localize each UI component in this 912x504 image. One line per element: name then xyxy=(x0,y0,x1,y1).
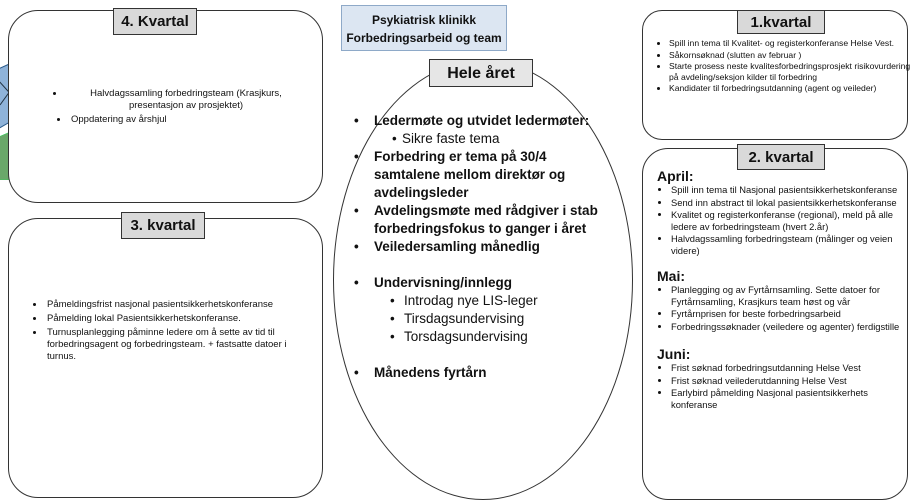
list-item: Kvalitet og registerkonferanse (regional… xyxy=(671,209,903,232)
april-item-text: Kvalitet og registerkonferanse (regional… xyxy=(671,209,893,232)
list-item: Halvdagssamling forbedringsteam (målinge… xyxy=(671,233,903,256)
list-item: Såkornsøknad (slutten av februar ) xyxy=(669,50,912,61)
list-item: Send inn abstract til lokal pasientsikke… xyxy=(671,197,903,209)
q3-item-text: Påmelding lokal Pasientsikkerhetskonfera… xyxy=(47,313,241,324)
list-item: Avdelingsmøte med rådgiver i stab forbed… xyxy=(354,202,607,238)
q1-item-text: Starte prosess neste kvalitesforbedrings… xyxy=(669,61,911,82)
mai-item-text: Planlegging og av Fyrtårnsamling. Sette … xyxy=(671,284,880,307)
list-item: Planlegging og av Fyrtårnsamling. Sette … xyxy=(671,284,903,307)
list-item: Veiledersamling månedlig xyxy=(354,238,607,256)
list-subitem: Introdag nye LIS-leger xyxy=(362,292,607,310)
april-item-text: Spill inn tema til Nasjonal pasientsikke… xyxy=(671,184,898,195)
list-item: Forbedringssøknader (veiledere og agente… xyxy=(671,321,903,333)
list-item: Forbedring er tema på 30/4 samtalene mel… xyxy=(354,148,607,202)
q2-content: April: Spill inn tema til Nasjonal pasie… xyxy=(657,168,903,412)
list-subitem: Sikre faste tema xyxy=(362,130,607,148)
list-item: Frist søknad forbedringsutdanning Helse … xyxy=(671,362,903,374)
list-item: Spill inn tema til Nasjonal pasientsikke… xyxy=(671,184,903,196)
year-list: Ledermøte og utvidet ledermøter: Sikre f… xyxy=(354,112,607,382)
april-list: Spill inn tema til Nasjonal pasientsikke… xyxy=(657,184,903,256)
q4-item-text: Halvdagssamling forbedringsteam (Krasjku… xyxy=(90,88,282,111)
list-item: Spill inn tema til Kvalitet- og register… xyxy=(669,38,912,49)
juni-item-text: Frist søknad veilederutdanning Helse Ves… xyxy=(671,374,847,386)
list-item: Frist søknad veilederutdanning Helse Ves… xyxy=(671,375,903,387)
list-item: Earlybird påmelding Nasjonal pasientsikk… xyxy=(671,387,903,410)
year-label: Hele året xyxy=(429,59,533,87)
list-item: Påmeldingsfrist nasjonal pasientsikkerhe… xyxy=(45,299,315,311)
q4-label: 4. Kvartal xyxy=(113,8,197,35)
juni-item-text: Frist søknad forbedringsutdanning Helse … xyxy=(671,362,861,373)
april-item-text: Send inn abstract til lokal pasientsikke… xyxy=(671,196,897,208)
juni-item-text: Earlybird påmelding Nasjonal pasientsikk… xyxy=(671,387,868,410)
list-item: Starte prosess neste kvalitesforbedrings… xyxy=(669,61,912,82)
q3-list: Påmeldingsfrist nasjonal pasientsikkerhe… xyxy=(31,299,315,365)
q4-item-text: Oppdatering av årshjul xyxy=(71,114,167,125)
list-item: Oppdatering av årshjul xyxy=(69,114,305,126)
list-item: Månedens fyrtårn xyxy=(354,364,607,382)
q1-item-text: Spill inn tema til Kvalitet- og register… xyxy=(669,38,894,48)
q1-label: 1.kvartal xyxy=(737,10,825,34)
mai-item-text: Forbedringssøknader (veiledere og agente… xyxy=(671,320,900,332)
q3-item-text: Påmeldingsfrist nasjonal pasientsikkerhe… xyxy=(47,299,274,310)
juni-title: Juni: xyxy=(657,346,691,362)
q2-panel: April: Spill inn tema til Nasjonal pasie… xyxy=(642,148,908,500)
q1-item-text: Kandidater til forbedringsutdanning (age… xyxy=(669,83,877,93)
q4-panel: Halvdagssamling forbedringsteam (Krasjku… xyxy=(8,10,323,203)
list-subitem: Torsdagsundervising xyxy=(362,328,607,346)
q3-item-text: Turnusplanlegging påminne ledere om å se… xyxy=(47,327,287,362)
mai-list: Planlegging og av Fyrtårnsamling. Sette … xyxy=(657,284,903,332)
list-item: Halvdagssamling forbedringsteam (Krasjku… xyxy=(65,88,305,112)
mai-item-text: Fyrtårnprisen for beste forbedringsarbei… xyxy=(671,308,841,319)
q1-item-text: Såkornsøknad (slutten av februar ) xyxy=(669,49,802,60)
juni-list: Frist søknad forbedringsutdanning Helse … xyxy=(657,362,903,410)
list-item: Turnusplanlegging påminne ledere om å se… xyxy=(45,327,315,363)
list-subitem: Tirsdagsundervising xyxy=(362,310,607,328)
q4-list: Halvdagssamling forbedringsteam (Krasjku… xyxy=(51,88,305,128)
q3-label: 3. kvartal xyxy=(121,212,205,239)
list-item: Påmelding lokal Pasientsikkerhetskonfera… xyxy=(45,313,315,325)
q2-label: 2. kvartal xyxy=(737,144,825,170)
mai-title: Mai: xyxy=(657,268,685,284)
april-title: April: xyxy=(657,168,694,184)
april-item-text: Halvdagssamling forbedringsteam (målinge… xyxy=(671,233,893,256)
list-item: Fyrtårnprisen for beste forbedringsarbei… xyxy=(671,308,903,320)
list-item: Undervisning/innlegg xyxy=(354,274,607,292)
page-title: Psykiatrisk klinikk Forbedringsarbeid og… xyxy=(341,5,507,51)
list-item: Ledermøte og utvidet ledermøter: xyxy=(354,112,607,130)
list-item: Kandidater til forbedringsutdanning (age… xyxy=(669,83,912,94)
q1-list: Spill inn tema til Kvalitet- og register… xyxy=(655,38,912,96)
q3-panel: Påmeldingsfrist nasjonal pasientsikkerhe… xyxy=(8,218,323,498)
